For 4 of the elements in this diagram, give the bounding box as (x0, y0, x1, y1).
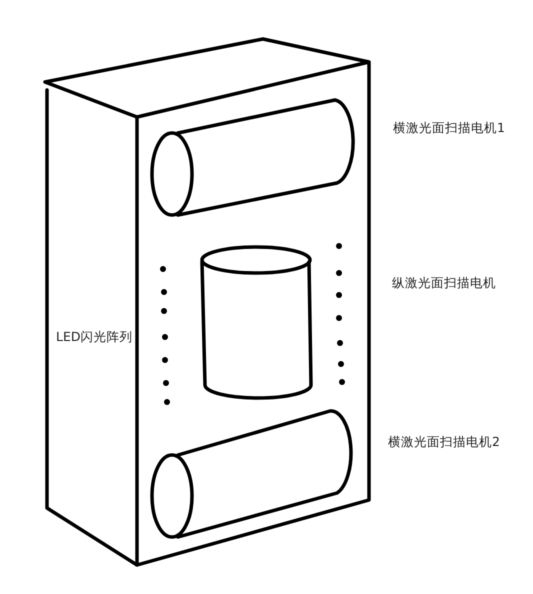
part-label: 横激光面扫描电机1 (393, 120, 505, 136)
part-label: 纵激光面扫描电机 (392, 275, 496, 291)
part-label: 横激光面扫描电机2 (388, 434, 500, 450)
part-label: LED闪光阵列 (56, 329, 132, 345)
